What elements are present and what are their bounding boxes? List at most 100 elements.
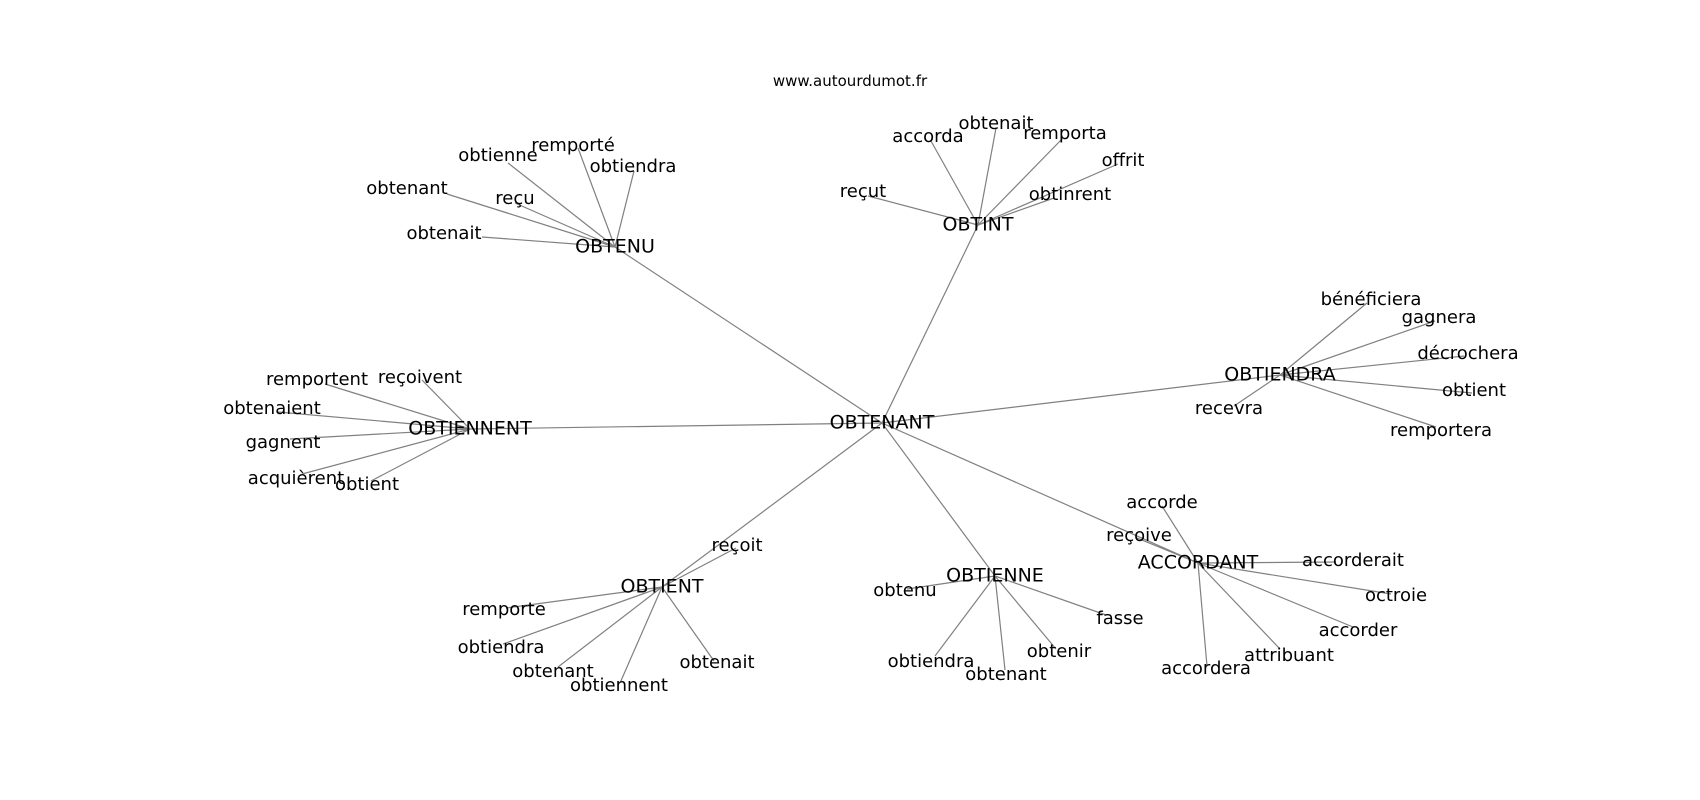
- edge-obtiennent-4: [301, 428, 471, 475]
- source-watermark: www.autourdumot.fr: [772, 72, 928, 90]
- leaf-word-label: obtenait: [958, 113, 1033, 134]
- edge-obtenu-3: [446, 193, 616, 248]
- edge-obtiennent-2: [277, 411, 471, 430]
- leaf-word-label: acquièrent: [248, 468, 344, 489]
- edge-obtenu-4: [514, 202, 616, 248]
- leaf-word-label: obtenant: [366, 178, 447, 199]
- edge-obtint-0: [930, 140, 979, 226]
- edge-center-obtiennent: [469, 422, 883, 430]
- hub-word-label: OBTIENT: [620, 576, 703, 598]
- leaf-word-label: reçut: [840, 181, 886, 202]
- edge-obtenu-1: [577, 147, 616, 248]
- edge-obtiendra-5: [1279, 374, 1437, 428]
- leaf-word-label: obtenait: [406, 223, 481, 244]
- edge-obtiendra-4: [1233, 374, 1281, 407]
- edge-obtiennent-3: [289, 428, 471, 440]
- leaf-word-label: obtenait: [679, 652, 754, 673]
- edge-accordant-2: [1197, 561, 1337, 564]
- leaf-word-label: gagnera: [1402, 307, 1477, 328]
- edge-obtiennent-0: [324, 383, 471, 430]
- edge-center-obtenu: [614, 246, 883, 424]
- leaf-word-label: obtenir: [1027, 641, 1092, 662]
- edge-accordant-5: [1197, 562, 1281, 650]
- leaf-word-label: décrochera: [1417, 343, 1518, 364]
- center-word-label: OBTENANT: [830, 412, 935, 434]
- hub-word-label: OBTIENNE: [946, 565, 1044, 587]
- edge-obtenu-0: [507, 162, 616, 248]
- leaf-word-label: obtiennent: [570, 675, 668, 696]
- leaf-word-label: accordera: [1161, 658, 1251, 679]
- leaf-word-label: obtient: [335, 474, 399, 495]
- edge-obtient-0: [661, 547, 737, 588]
- leaf-word-label: remporte: [462, 599, 546, 620]
- graph-edges: [277, 127, 1473, 684]
- edge-accordant-6: [1197, 562, 1208, 667]
- leaf-word-label: obtinrent: [1029, 184, 1111, 205]
- hub-word-label: OBTENU: [575, 236, 655, 258]
- leaf-word-label: reçoive: [1106, 525, 1172, 546]
- leaf-word-label: obtenu: [873, 580, 936, 601]
- leaf-word-label: accorderait: [1302, 550, 1404, 571]
- edge-obtienne-2: [994, 575, 1057, 650]
- leaf-word-label: fasse: [1096, 608, 1143, 629]
- hub-word-label: ACCORDANT: [1138, 552, 1259, 574]
- leaf-word-label: remporta: [1023, 123, 1107, 144]
- edge-obtient-5: [661, 586, 715, 662]
- leaf-word-label: accorde: [1126, 492, 1197, 513]
- edge-accordant-1: [1136, 537, 1199, 564]
- edge-obtiendra-0: [1279, 302, 1368, 376]
- leaf-word-label: reçoit: [711, 535, 762, 556]
- leaf-word-label: attribuant: [1244, 645, 1334, 666]
- leaf-word-label: obtiendra: [590, 156, 677, 177]
- leaf-word-label: accorda: [892, 126, 963, 147]
- edge-obtient-1: [505, 586, 663, 609]
- edge-obtint-4: [867, 195, 979, 226]
- edge-obtiendra-3: [1279, 374, 1473, 394]
- leaf-word-label: recevra: [1195, 398, 1263, 419]
- hub-word-label: OBTINT: [942, 214, 1013, 236]
- edge-obtienne-0: [906, 575, 996, 590]
- leaf-word-label: obtiendra: [458, 637, 545, 658]
- edge-obtint-2: [977, 137, 1064, 226]
- edge-obtient-2: [502, 586, 663, 645]
- edge-obtiendra-1: [1279, 320, 1436, 376]
- leaf-word-label: obtiendra: [888, 651, 975, 672]
- leaf-word-label: remporté: [531, 135, 615, 156]
- leaf-word-label: reçoivent: [378, 367, 462, 388]
- leaf-word-label: gagnent: [246, 432, 321, 453]
- hub-word-label: OBTIENNENT: [408, 418, 532, 440]
- edge-obtenu-5: [481, 236, 616, 248]
- edge-obtint-3: [977, 163, 1119, 226]
- leaf-word-label: obtienne: [458, 145, 537, 166]
- edge-accordant-4: [1197, 562, 1354, 628]
- leaf-word-label: bénéficiera: [1321, 289, 1422, 310]
- leaf-word-label: octroie: [1365, 585, 1427, 606]
- leaf-word-label: obtenant: [512, 661, 593, 682]
- edge-obtint-5: [977, 197, 1055, 226]
- leaf-word-label: obtenant: [965, 664, 1046, 685]
- leaf-word-label: remportera: [1390, 420, 1492, 441]
- edge-obtiennent-1: [421, 379, 471, 430]
- edge-obtient-3: [557, 586, 663, 668]
- leaf-word-label: remportent: [266, 369, 368, 390]
- edge-center-obtienne: [881, 422, 996, 577]
- edge-center-obtient: [661, 422, 883, 588]
- edge-obtient-4: [619, 586, 663, 684]
- edge-accordant-3: [1197, 562, 1392, 595]
- edge-obtiendra-2: [1279, 355, 1465, 376]
- hub-word-label: OBTIENDRA: [1224, 364, 1335, 386]
- edge-center-obtiendra: [881, 374, 1281, 424]
- leaf-word-label: obtient: [1442, 380, 1506, 401]
- edge-obtiennent-5: [370, 428, 471, 482]
- edge-obtenu-2: [614, 170, 635, 248]
- edge-center-accordant: [881, 422, 1199, 564]
- edge-obtienne-3: [934, 575, 996, 657]
- leaf-word-label: offrit: [1102, 150, 1145, 171]
- edge-obtienne-4: [994, 575, 1006, 671]
- edge-obtienne-1: [994, 575, 1107, 616]
- leaf-word-label: accorder: [1319, 620, 1398, 641]
- edge-accordant-0: [1161, 505, 1199, 564]
- graph-labels: OBTENANTOBTENUobtienneremportéobtiendrao…: [223, 113, 1518, 696]
- edge-obtint-1: [977, 127, 997, 226]
